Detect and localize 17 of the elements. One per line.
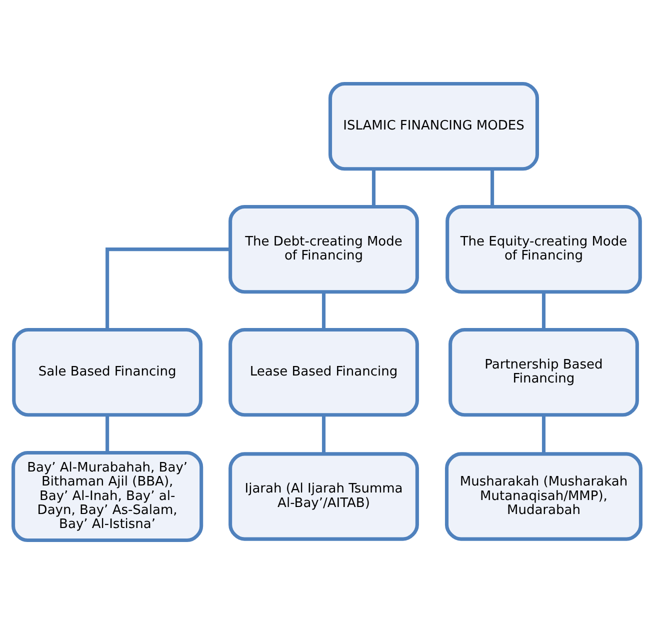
node-box: Sale Based Financing <box>12 327 203 416</box>
connector <box>490 168 494 206</box>
connector <box>542 292 546 330</box>
node-box: The Equity-creating Mode of Financing <box>446 204 642 294</box>
node-box: Musharakah (Musharakah Mutanaqisah/MMP), Mudarabah <box>444 452 642 540</box>
node-box: Bay’ Al-Murabahah, Bay’ Bithaman Ajil (BBA), Bay’ Al-Inah, Bay’ al-Dayn, Bay’ As-Salam, Bay’ Al-Istisna’ <box>12 450 204 542</box>
node-box: Partnership Based Financing <box>448 327 639 416</box>
node-box: Ijarah (Al Ijarah Tsumma Al-Bay’/AITAB) <box>228 452 419 540</box>
node-box: The Debt-creating Mode of Financing <box>228 204 419 294</box>
node-box: Lease Based Financing <box>228 327 419 416</box>
connector <box>106 247 230 330</box>
connector <box>322 292 326 330</box>
connector <box>322 414 326 454</box>
connector <box>106 414 110 452</box>
connector <box>542 414 546 454</box>
connector <box>372 168 376 206</box>
node-box: ISLAMIC FINANCING MODES <box>328 81 539 170</box>
